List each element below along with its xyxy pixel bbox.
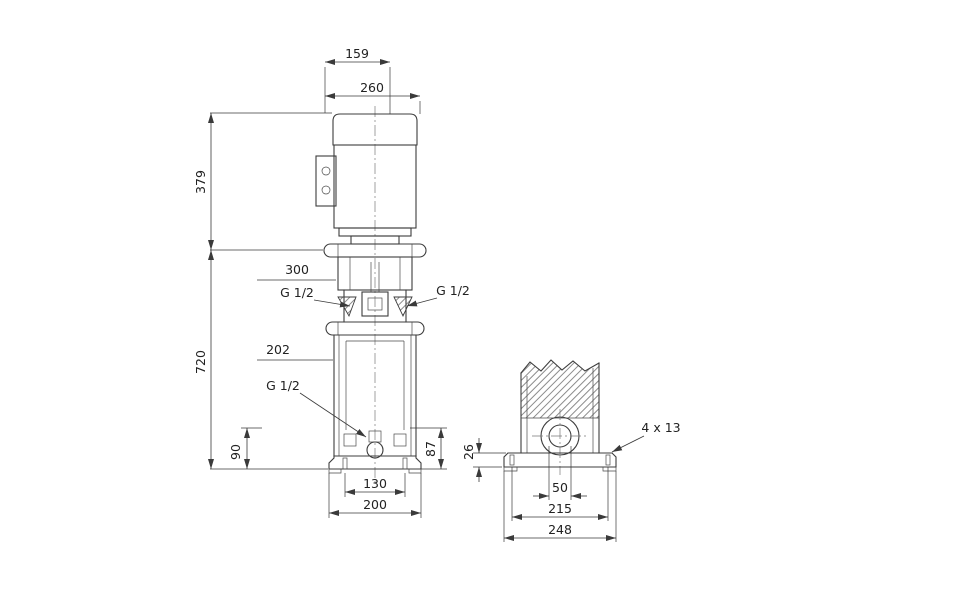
fan-cover — [332, 113, 418, 146]
base-foot-left — [328, 469, 342, 474]
leader-gauge-left — [313, 299, 351, 308]
label-gauge-port-left: G 1/2 — [280, 285, 314, 300]
gauge-port-right-cone — [393, 296, 413, 318]
coupling-insert — [367, 297, 383, 311]
label-bolt-holes: 4 x 13 — [641, 420, 680, 435]
coupling — [361, 291, 389, 317]
side-plug-left — [343, 433, 357, 447]
dimension-labels: 159 260 379 300 720 202 G 1/2 G 1/2 G 1/… — [193, 46, 681, 537]
terminal-box-screw-bottom — [321, 185, 331, 195]
label-159: 159 — [345, 46, 369, 61]
leader-drain — [299, 392, 367, 438]
drain-plug — [366, 441, 384, 459]
label-90: 90 — [228, 444, 243, 460]
dimensions-side — [473, 435, 645, 542]
motor — [315, 113, 418, 245]
label-202: 202 — [266, 342, 290, 357]
section-hatch — [521, 360, 599, 418]
label-50: 50 — [552, 480, 568, 495]
dimensions-front — [208, 59, 447, 518]
leader-bolt-holes — [611, 435, 645, 453]
base-outline — [328, 455, 422, 470]
label-720: 720 — [193, 350, 208, 374]
label-300: 300 — [285, 262, 309, 277]
base-bolt-slot-right — [402, 457, 408, 470]
bolt-slot-front — [509, 454, 515, 466]
label-248: 248 — [548, 522, 572, 537]
terminal-box-screw-top — [321, 166, 331, 176]
label-gauge-port-right: G 1/2 — [436, 283, 470, 298]
gauge-port-left-cone — [337, 296, 357, 318]
side-view — [503, 359, 617, 475]
base-foot-back — [602, 467, 617, 472]
base-foot-right — [408, 469, 422, 474]
base-plate-front — [328, 455, 422, 474]
label-87: 87 — [423, 441, 438, 457]
label-200: 200 — [363, 497, 387, 512]
label-26: 26 — [461, 444, 476, 460]
terminal-box — [315, 155, 337, 207]
base-plate-side — [503, 452, 617, 472]
chamber-stack — [325, 321, 425, 459]
base-foot-front — [503, 467, 518, 472]
break-line — [520, 359, 600, 374]
front-view — [315, 106, 427, 486]
label-260: 260 — [360, 80, 384, 95]
label-379: 379 — [193, 170, 208, 194]
bolt-slot-back — [605, 454, 611, 466]
label-215: 215 — [548, 501, 572, 516]
head-housing — [337, 256, 413, 291]
side-plug-right — [393, 433, 407, 447]
leader-gauge-right — [406, 297, 438, 307]
base-bolt-slot-left — [342, 457, 348, 470]
label-130: 130 — [363, 476, 387, 491]
label-drain-port: G 1/2 — [266, 378, 300, 393]
